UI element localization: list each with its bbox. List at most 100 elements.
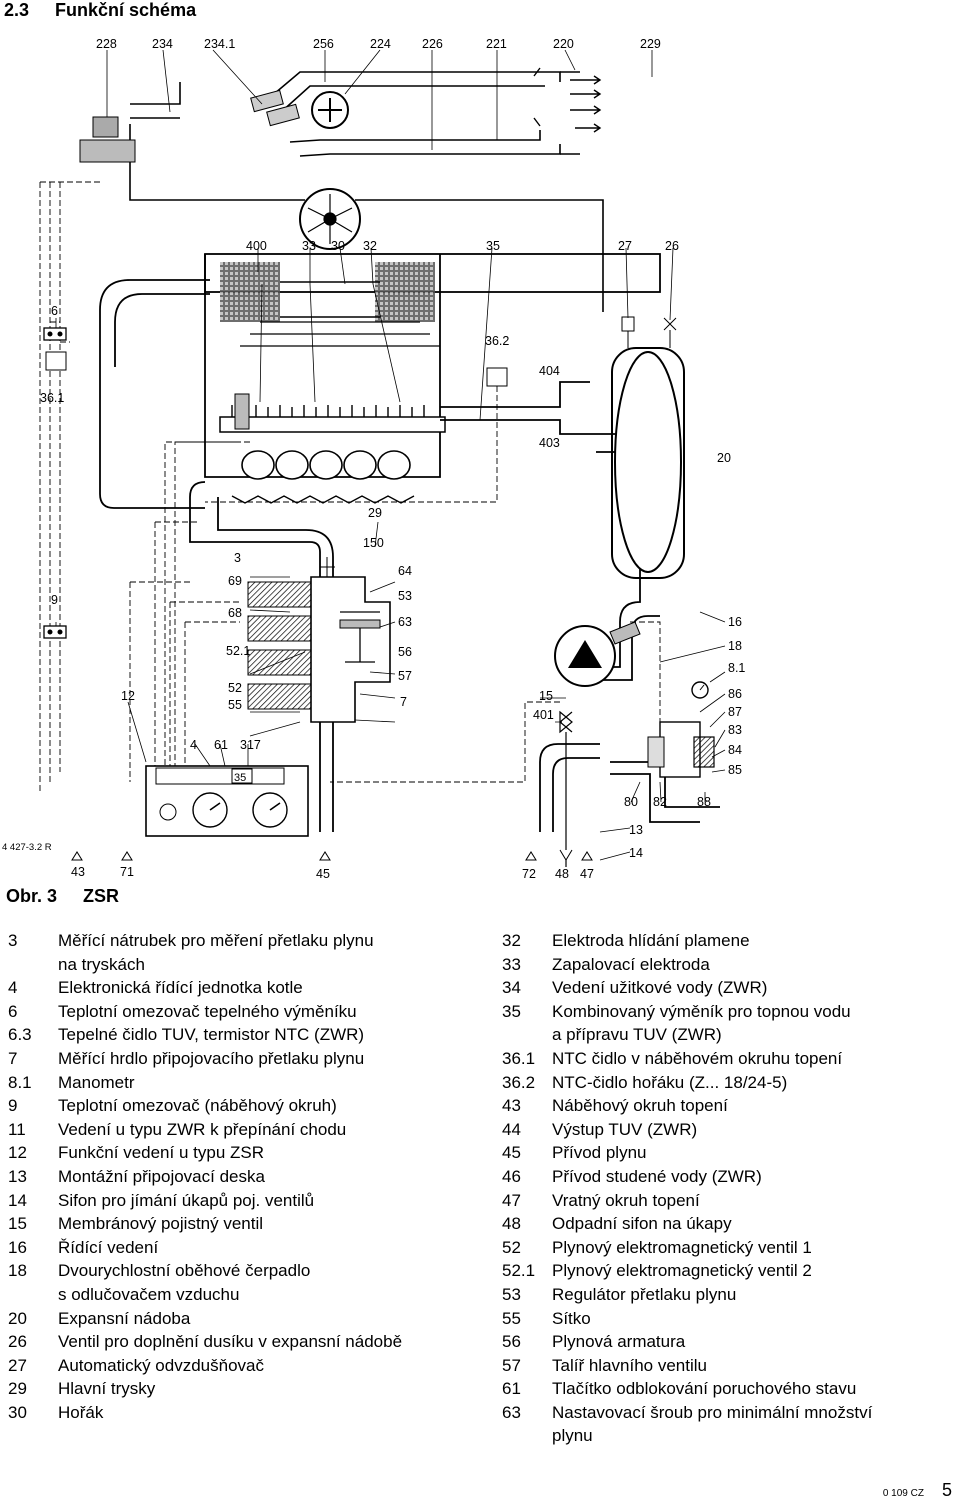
legend-text: Dvourychlostní oběhové čerpadlo (58, 1261, 311, 1281)
legend-code: 12 (8, 1143, 27, 1163)
legend-item: 56 Plynová armatura (502, 1330, 952, 1354)
legend-code: 56 (502, 1332, 521, 1352)
flue-adapter (92, 116, 119, 138)
callout-35: 35 (486, 239, 500, 253)
flue-connector (79, 139, 136, 163)
legend-text: Expansní nádoba (58, 1308, 191, 1328)
legend-text: Membránový pojistný ventil (58, 1214, 264, 1234)
legend-code: 36.1 (502, 1048, 536, 1068)
callout-labels: 228 234 234.1 256 224 226 221 220 229 40… (40, 37, 745, 881)
callout-150: 150 (363, 536, 384, 550)
callout-32: 32 (363, 239, 377, 253)
legend-code: 15 (8, 1214, 27, 1234)
legend-text: Automatický odvzdušňovač (58, 1355, 264, 1375)
temp-limiter-6 (43, 327, 67, 371)
legend-text: Přívod studené vody (ZWR) (552, 1166, 762, 1186)
callout-45: 45 (316, 867, 330, 881)
callout-4: 4 (190, 738, 197, 752)
legend-text: Plynová armatura (552, 1332, 686, 1352)
figure-label: Obr. 3 (6, 886, 58, 906)
legend-text: Výstup TUV (ZWR) (552, 1119, 698, 1139)
callout-234-1: 234.1 (204, 37, 235, 51)
legend-item: 36.2 NTC-čidlo hořáku (Z... 18/24-5) (502, 1071, 952, 1095)
legend-text: Talíř hlavního ventilu (552, 1355, 707, 1375)
legend-item: 15 Membránový pojistný ventil (8, 1212, 478, 1236)
temp-limiter-9 (43, 625, 67, 639)
callout-3: 3 (234, 551, 241, 565)
air-arrows (533, 67, 602, 133)
legend-text: Plynový elektromagnetický ventil 1 (552, 1237, 812, 1257)
legend-code: 6.3 (8, 1025, 32, 1045)
legend-text: na tryskách (58, 954, 145, 974)
flue-elbow (250, 89, 300, 127)
legend-code: 4 (8, 978, 18, 998)
callout-226: 226 (422, 37, 443, 51)
legend-text: Nastavovací šroub pro minimální množství (552, 1402, 873, 1422)
callout-30: 30 (331, 239, 345, 253)
legend-text: Funkční vedení u typu ZSR (58, 1143, 264, 1163)
burner (219, 393, 446, 504)
callout-20: 20 (717, 451, 731, 465)
legend-text: Měřící nátrubek pro měření přetlaku plyn… (58, 931, 374, 950)
legend-text: NTC čidlo v náběhovém okruhu topení (552, 1048, 843, 1068)
callout-56: 56 (398, 645, 412, 659)
legend-code: 27 (8, 1355, 27, 1375)
legend-text: Řídící vedení (58, 1237, 159, 1257)
legend-item: 36.1 NTC čidlo v náběhovém okruhu topení (502, 1047, 952, 1071)
legend-text: Hlavní trysky (58, 1379, 156, 1399)
callout-27: 27 (618, 239, 632, 253)
legend-code: 11 (8, 1119, 26, 1139)
callout-29: 29 (368, 506, 382, 520)
legend-item: a přípravu TUV (ZWR) (502, 1023, 952, 1047)
legend-code: 36.2 (502, 1072, 536, 1092)
legend-code: 30 (8, 1402, 27, 1422)
callout-52: 52 (228, 681, 242, 695)
callout-15: 15 (539, 689, 553, 703)
legend-text: Vratný okruh topení (552, 1190, 700, 1210)
safety-valve (559, 710, 573, 867)
callout-229: 229 (640, 37, 661, 51)
callout-7: 7 (400, 695, 407, 709)
legend-text: NTC-čidlo hořáku (Z... 18/24-5) (552, 1072, 788, 1092)
callout-55: 55 (228, 698, 242, 712)
callout-87: 87 (728, 705, 742, 719)
panel-display: 35 (234, 772, 246, 784)
legend-text: a přípravu TUV (ZWR) (552, 1025, 722, 1045)
legend-code: 43 (502, 1096, 521, 1116)
callout-57: 57 (398, 669, 412, 683)
legend-code: 13 (8, 1166, 27, 1186)
callout-33: 33 (302, 239, 316, 253)
legend-code: 57 (502, 1355, 521, 1375)
legend-code: 9 (8, 1096, 18, 1116)
legend-text: Montážní připojovací deska (58, 1166, 265, 1186)
legend-text: Sítko (552, 1308, 591, 1328)
callout-43: 43 (71, 865, 85, 879)
legend-code: 63 (502, 1402, 521, 1422)
page-number: 5 (941, 1480, 952, 1500)
legend-code: 18 (8, 1261, 27, 1281)
callout-9: 9 (51, 593, 58, 607)
flue-ducts (129, 71, 604, 312)
connection-symbols (71, 849, 593, 861)
control-wiring (39, 181, 661, 792)
callout-53: 53 (398, 589, 412, 603)
callout-400: 400 (246, 239, 267, 253)
callout-48: 48 (555, 867, 569, 881)
legend-item: 13 Montážní připojovací deska (8, 1165, 478, 1189)
callout-403: 403 (539, 436, 560, 450)
legend-code (8, 1283, 58, 1307)
drawing-reference: 4 427-3.2 R (2, 842, 52, 853)
legend-code: 45 (502, 1143, 521, 1163)
